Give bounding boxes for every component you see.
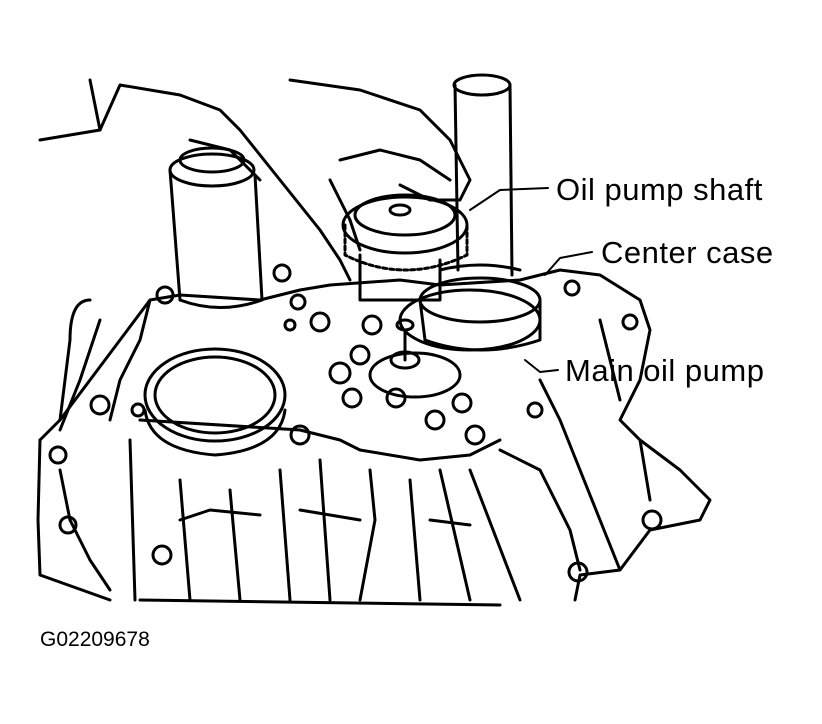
figure-id: G02209678 <box>40 628 150 651</box>
round-cover <box>143 347 287 457</box>
center-case-housing <box>398 263 542 352</box>
cylinder-boss <box>168 146 264 309</box>
label-main-oil-pump: Main oil pump <box>565 353 765 388</box>
bolts <box>48 263 663 583</box>
label-center-case: Center case <box>601 235 774 270</box>
label-oil-pump-shaft: Oil pump shaft <box>556 172 763 207</box>
gear <box>341 193 469 302</box>
main-oil-pump <box>368 318 462 399</box>
transmission-case <box>36 268 712 607</box>
leader-lines <box>469 187 593 373</box>
oil-pump-shaft <box>452 73 514 277</box>
